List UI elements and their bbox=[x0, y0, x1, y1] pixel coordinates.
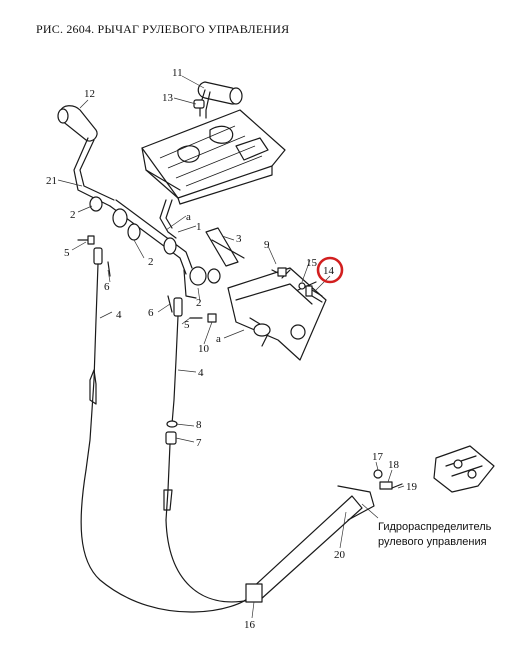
cable-4-left bbox=[80, 247, 251, 613]
callout-8: 8 bbox=[196, 419, 202, 431]
highlight-circle bbox=[316, 256, 344, 284]
bolt-15 bbox=[298, 282, 306, 290]
callout-15: 15 bbox=[306, 257, 318, 269]
figure-title: РИС. 2604. РЫЧАГ РУЛЕВОГО УПРАВЛЕНИЯ bbox=[36, 22, 290, 36]
callout-2-left: 2 bbox=[70, 209, 76, 221]
rod-20 bbox=[245, 485, 375, 603]
annotation-line-1: Гидрораспределитель bbox=[378, 521, 492, 533]
bolt-10 bbox=[189, 313, 217, 323]
shaft-assembly bbox=[89, 196, 193, 275]
callout-10: 10 bbox=[198, 343, 210, 355]
pivot-bushing bbox=[183, 266, 221, 299]
clip-5-left bbox=[77, 235, 95, 245]
callout-a-lower: a bbox=[216, 333, 221, 345]
callout-11: 11 bbox=[172, 67, 183, 79]
callout-13: 13 bbox=[162, 92, 174, 104]
console-cover-plate bbox=[141, 109, 286, 205]
callout-21: 21 bbox=[46, 175, 57, 187]
callout-6-center: 6 bbox=[148, 307, 154, 319]
lever-12-handle bbox=[57, 105, 98, 142]
leader-lines bbox=[57, 75, 405, 619]
callout-5-left: 5 bbox=[64, 247, 70, 259]
callout-7: 7 bbox=[196, 437, 202, 449]
callout-18: 18 bbox=[388, 459, 400, 471]
washer-17 bbox=[373, 469, 383, 479]
callout-17: 17 bbox=[372, 451, 384, 463]
callout-3: 3 bbox=[236, 233, 242, 245]
pin-18 bbox=[379, 481, 393, 490]
callout-4-center: 4 bbox=[198, 367, 204, 379]
callout-19: 19 bbox=[406, 481, 418, 493]
steering-valve bbox=[433, 445, 495, 493]
lever-11-handle bbox=[197, 81, 243, 119]
callout-4-left: 4 bbox=[116, 309, 122, 321]
bolt-14 bbox=[305, 285, 323, 303]
clip-6-left bbox=[107, 261, 111, 277]
callout-12: 12 bbox=[84, 88, 95, 100]
callout-5-center: 5 bbox=[184, 319, 190, 331]
callout-2-mid: 2 bbox=[148, 256, 154, 268]
callout-9: 9 bbox=[264, 239, 270, 251]
lever-3 bbox=[205, 227, 245, 267]
annotation-line-2: рулевого управления bbox=[378, 536, 487, 548]
link-1 bbox=[159, 199, 177, 239]
bolt-9 bbox=[271, 267, 287, 277]
callout-16: 16 bbox=[244, 619, 256, 631]
callout-20: 20 bbox=[334, 549, 346, 561]
callout-14: 14 bbox=[323, 265, 335, 277]
callout-6-left: 6 bbox=[104, 281, 110, 293]
callout-a-upper: a bbox=[186, 211, 191, 223]
pin-19 bbox=[391, 483, 403, 489]
callout-1: 1 bbox=[196, 221, 202, 233]
callout-labels: 11 12 13 21 2 5 6 4 1 a 3 2 9 15 14 6 5 … bbox=[46, 67, 418, 631]
callout-2-center: 2 bbox=[196, 297, 202, 309]
bracket-assembly bbox=[227, 267, 327, 361]
cap-13 bbox=[193, 99, 205, 109]
